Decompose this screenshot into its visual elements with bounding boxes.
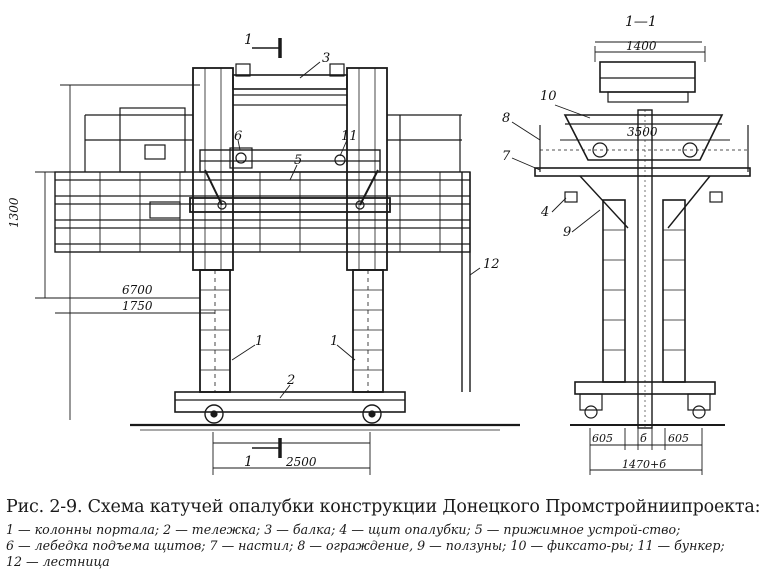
figure-caption: Рис. 2-9. Схема катучей опалубки констру… bbox=[6, 495, 770, 570]
callout-4: 5 bbox=[294, 153, 302, 168]
section-mark bbox=[252, 38, 282, 458]
dim-column-offset: 1750 bbox=[122, 299, 153, 313]
legend-item: 6 — лебедка подъема щитов; bbox=[6, 538, 206, 553]
railing bbox=[84, 107, 462, 219]
callout-5: 4 bbox=[540, 205, 549, 220]
dim-height: 1300 bbox=[7, 197, 21, 228]
callout-10: 11 bbox=[341, 129, 358, 144]
callout-3: 3 bbox=[322, 51, 330, 66]
dim-base-length: 2500 bbox=[285, 455, 317, 469]
caption-title: Рис. 2-9. Схема катучей опалубки констру… bbox=[6, 497, 761, 517]
callout-leaders bbox=[231, 61, 601, 399]
winch bbox=[229, 147, 253, 169]
dim-right-offset: 605 bbox=[668, 432, 689, 445]
legend-item: 2 — тележка; bbox=[163, 522, 261, 537]
dim-left-offset: 605 bbox=[592, 432, 613, 445]
callout-6: 6 bbox=[234, 129, 242, 144]
legend-item: 8 — ограждение, bbox=[297, 538, 414, 553]
bunker bbox=[563, 114, 724, 161]
formwork-diagram: 1—1 1 1 1400 3500 1300 6700 1750 2500 60… bbox=[7, 14, 751, 475]
section-label: 1—1 bbox=[625, 14, 657, 30]
cut-mark-bottom: 1 bbox=[244, 454, 253, 470]
legend-item: 9 — ползуны; bbox=[417, 538, 507, 553]
dim-top-width: 1400 bbox=[626, 39, 657, 53]
dim-bunker-width: 3500 bbox=[627, 125, 658, 139]
legend-item: 1 — колонны портала; bbox=[6, 522, 160, 537]
cut-mark-top: 1 bbox=[244, 32, 253, 48]
legend-item: 12 — лестница bbox=[6, 554, 110, 569]
portal-columns bbox=[192, 67, 388, 393]
legend-item: 3 — балка; bbox=[264, 522, 336, 537]
formwork-shield bbox=[54, 149, 471, 253]
ladder bbox=[461, 172, 471, 392]
fixators bbox=[204, 154, 379, 210]
legend-item: 4 — щит опалубки; bbox=[339, 522, 471, 537]
callout-2: 2 bbox=[286, 373, 295, 388]
dim-total-length: 6700 bbox=[122, 283, 153, 297]
callout-9: 9 bbox=[563, 225, 571, 240]
callout-8: 8 bbox=[502, 111, 510, 126]
callout-12: 12 bbox=[483, 257, 500, 272]
dim-bottom-total: 1470+б bbox=[622, 458, 666, 471]
callout-11: 10 bbox=[540, 89, 557, 104]
trolley bbox=[174, 391, 406, 424]
callout-7: 7 bbox=[502, 149, 511, 164]
callout-1-right: 1 bbox=[330, 334, 338, 349]
top-beam bbox=[232, 63, 348, 106]
caption-legend: 1 — колонны портала; 2 — тележка; 3 — ба… bbox=[6, 522, 770, 570]
legend-item: 10 — фиксато-ры; bbox=[510, 538, 634, 553]
legend-item: 7 — настил; bbox=[209, 538, 294, 553]
dimension-lines bbox=[35, 84, 371, 475]
legend-item: 11 — бункер; bbox=[637, 538, 725, 553]
dim-gap: б bbox=[640, 432, 647, 445]
callout-1-left: 1 bbox=[255, 334, 263, 349]
legend-item: 5 — прижимное устрой-ство; bbox=[474, 522, 681, 537]
section-view bbox=[534, 41, 751, 475]
